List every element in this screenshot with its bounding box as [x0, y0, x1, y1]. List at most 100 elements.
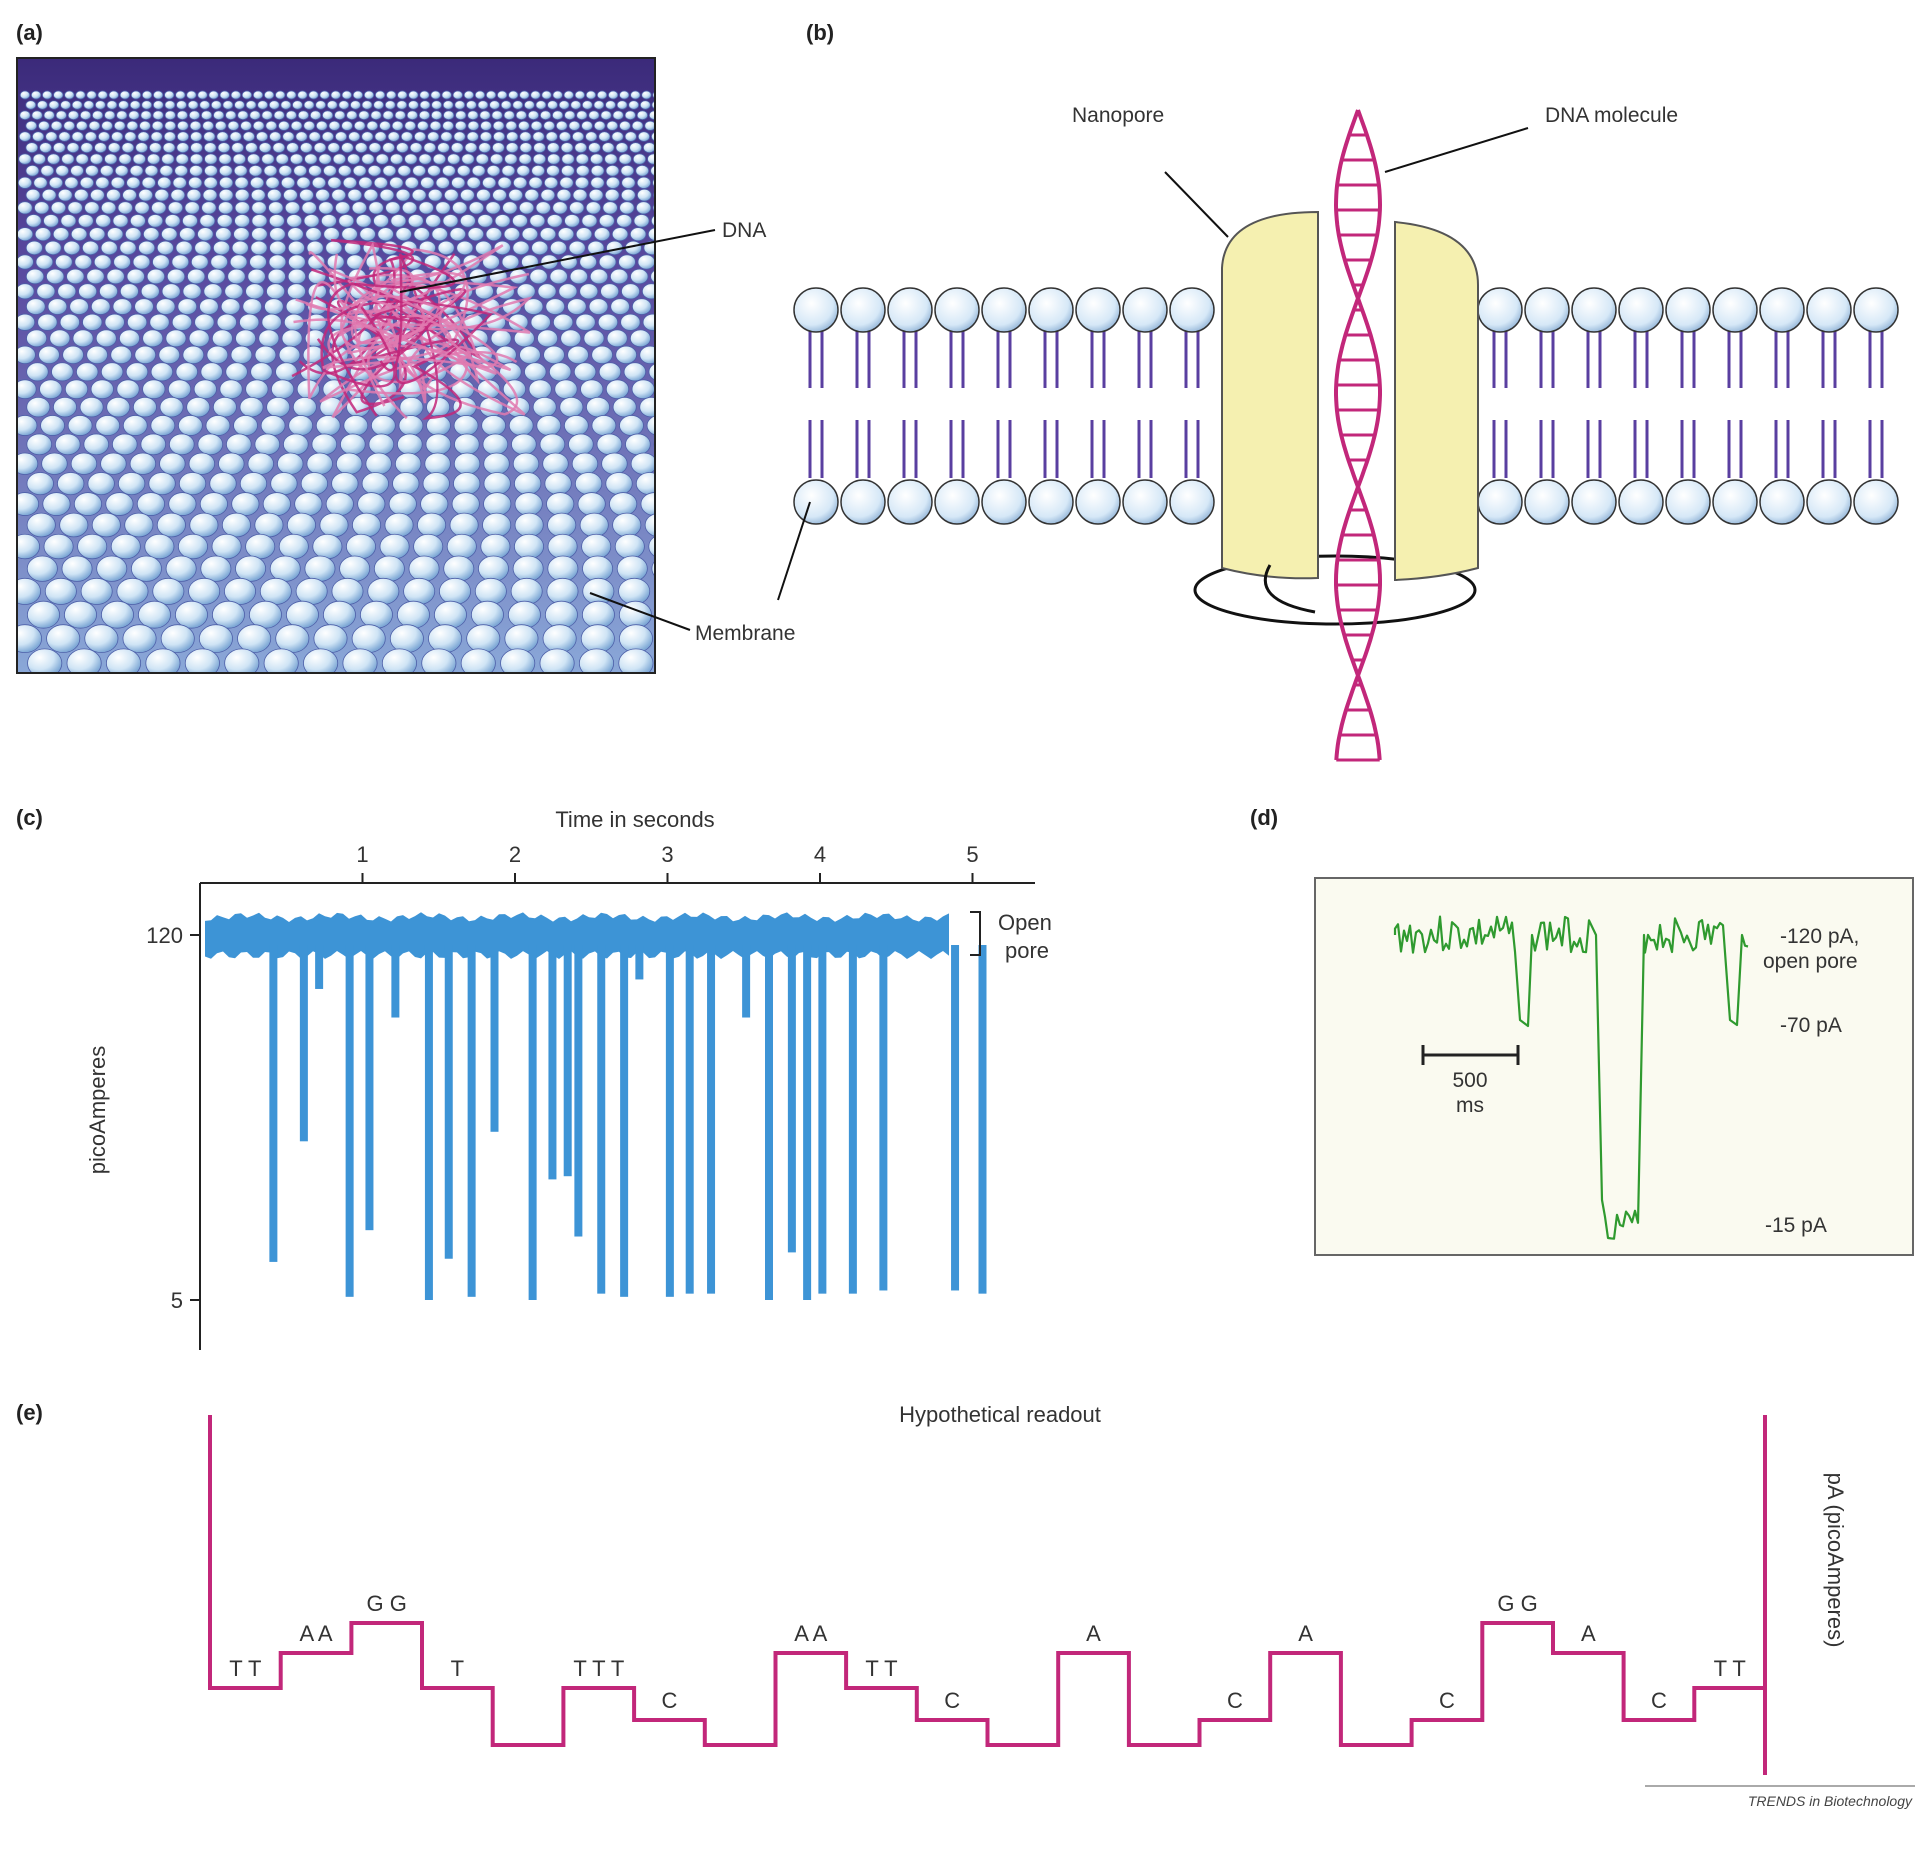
membrane-bead — [261, 313, 282, 331]
membrane-bead — [559, 396, 584, 418]
membrane-bead — [585, 131, 598, 142]
membrane-bead — [263, 90, 275, 100]
membrane-bead — [588, 142, 601, 154]
membrane-bead — [532, 131, 545, 142]
blockade-event — [365, 945, 374, 1231]
membrane-bead — [230, 345, 253, 365]
membrane-bead — [273, 110, 285, 121]
lipid-head — [1759, 479, 1805, 525]
dna-callout-label: DNA — [722, 219, 766, 242]
membrane-bead — [297, 110, 310, 121]
membrane-bead — [175, 362, 199, 382]
membrane-bead — [261, 153, 275, 165]
membrane-bead — [315, 100, 327, 110]
membrane-bead — [482, 176, 497, 189]
membrane-bead — [419, 90, 430, 100]
membrane-bead — [227, 120, 240, 131]
membrane-bead — [46, 268, 65, 285]
membrane-bead — [367, 164, 382, 177]
membrane-bead — [341, 90, 353, 100]
base-label: T T — [229, 1656, 261, 1681]
x-tick-label: 1 — [356, 842, 368, 867]
membrane-bead — [606, 329, 628, 348]
membrane-bead — [26, 329, 48, 348]
membrane-bead — [309, 110, 322, 121]
membrane-bead — [219, 176, 234, 189]
membrane-bead — [435, 201, 451, 215]
membrane-bead — [431, 100, 443, 110]
membrane-bead — [91, 512, 121, 538]
membrane-bead — [138, 600, 171, 629]
membrane-bead — [233, 415, 258, 436]
membrane-bead — [430, 90, 441, 100]
membrane-bead — [107, 142, 121, 154]
membrane-bead — [442, 120, 455, 131]
lipid-head — [1853, 479, 1899, 525]
membrane-bead — [518, 201, 535, 215]
blockade-event — [574, 945, 583, 1237]
membrane-bead — [323, 227, 340, 242]
membrane-bead — [254, 345, 277, 365]
membrane-bead — [315, 120, 328, 131]
nanopore-left-wall — [1221, 210, 1319, 580]
membrane-bead — [19, 110, 31, 121]
membrane-bead — [33, 176, 48, 189]
membrane-bead — [644, 120, 655, 131]
membrane-bead — [647, 227, 655, 242]
membrane-bead — [150, 131, 163, 142]
membrane-bead — [81, 240, 100, 256]
membrane-bead — [17, 533, 41, 560]
membrane-bead — [453, 415, 479, 436]
base-label: T T T — [573, 1656, 624, 1681]
membrane-bead — [90, 298, 111, 315]
membrane-bead — [546, 214, 563, 228]
membrane-bead — [25, 188, 41, 202]
membrane-bead — [411, 188, 427, 202]
membrane-bead — [428, 624, 463, 653]
membrane-bead — [189, 512, 219, 538]
membrane-bead — [619, 415, 644, 436]
membrane-bead — [165, 329, 187, 348]
membrane-bead — [374, 90, 386, 100]
membrane-bead — [581, 120, 593, 131]
membrane-bead — [385, 201, 401, 215]
membrane-bead — [609, 492, 638, 516]
membrane-bead — [176, 100, 187, 110]
membrane-bead — [519, 90, 530, 100]
membrane-bead — [465, 100, 477, 110]
membrane-bead — [321, 131, 335, 142]
membrane-bead — [47, 298, 68, 315]
membrane-bead — [555, 120, 568, 131]
membrane-bead — [633, 214, 650, 228]
panel-d-label: (d) — [1250, 805, 1278, 830]
membrane-bead — [308, 164, 322, 177]
membrane-bead — [148, 142, 162, 154]
membrane-bead — [252, 120, 265, 131]
membrane-bead — [395, 227, 412, 242]
membrane-bead — [390, 214, 407, 228]
membrane-bead — [454, 120, 467, 131]
membrane-bead — [430, 110, 443, 121]
membrane-bead — [53, 90, 64, 100]
membrane-bead — [280, 176, 296, 189]
membrane-bead — [505, 142, 519, 154]
membrane-bead — [556, 188, 572, 202]
lipid-head — [981, 479, 1027, 525]
lipid-head — [1169, 479, 1215, 525]
base-label: C — [661, 1688, 677, 1713]
membrane-bead — [621, 176, 636, 189]
open-pore-label-1: Open — [998, 910, 1052, 935]
membrane-bead — [315, 415, 341, 436]
membrane-bead — [50, 201, 67, 215]
membrane-bead — [397, 90, 408, 100]
base-label: T T — [1714, 1656, 1746, 1681]
membrane-bead — [86, 90, 97, 100]
membrane-bead — [117, 201, 133, 215]
membrane-bead — [345, 533, 377, 560]
membrane-bead — [400, 131, 414, 142]
blockade-event — [490, 945, 499, 1132]
membrane-bead — [211, 600, 245, 629]
membrane-bead — [331, 188, 347, 202]
blockade-event — [879, 945, 888, 1291]
membrane-bead — [319, 90, 330, 100]
